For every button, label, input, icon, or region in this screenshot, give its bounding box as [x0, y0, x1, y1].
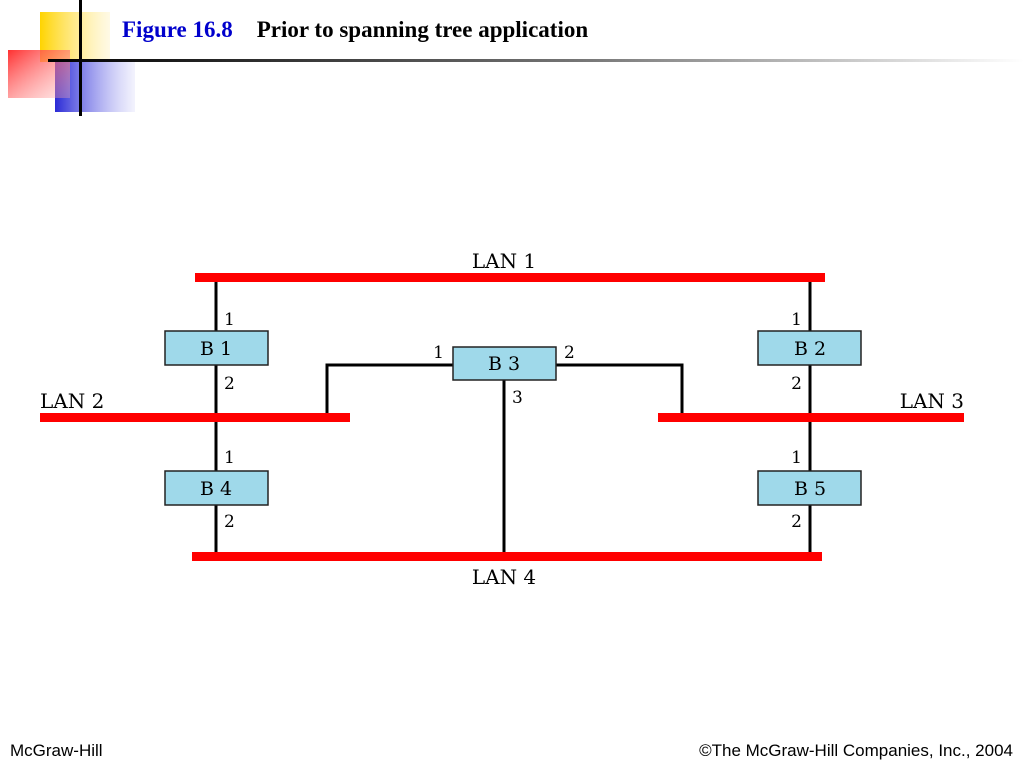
- bridge-b3-port3: 3: [512, 388, 523, 408]
- lan3-label: LAN 3: [900, 389, 964, 413]
- bridge-b4-port2: 2: [224, 512, 235, 532]
- bridge-b2: B 2 1 2: [757, 310, 862, 394]
- bridge-b3-port2: 2: [564, 343, 575, 363]
- deco-red-square: [8, 50, 70, 98]
- bridge-b3-box: [452, 346, 557, 381]
- bridge-b1-port1: 1: [224, 310, 235, 330]
- lan-segments: [40, 273, 964, 561]
- figure-number: Figure 16.8: [122, 17, 233, 42]
- bridge-b1: B 1 1 2: [164, 310, 269, 394]
- lan4-label: LAN 4: [472, 565, 536, 589]
- bridge-b3-label: B 3: [488, 353, 520, 375]
- bridge-b5-port2: 2: [791, 512, 802, 532]
- bridge-b1-port2: 2: [224, 374, 235, 394]
- lan4-segment: [192, 552, 822, 561]
- bridge-b4: B 4 1 2: [164, 448, 269, 532]
- figure-caption: Prior to spanning tree application: [256, 17, 589, 42]
- bridge-b5-port1: 1: [791, 448, 802, 468]
- lan1-label: LAN 1: [472, 249, 536, 273]
- bridge-b5: B 5 1 2: [757, 448, 862, 532]
- lan3-segment: [658, 413, 964, 422]
- bridge-b5-label: B 5: [794, 478, 826, 500]
- bridge-b1-box: [164, 330, 269, 366]
- bridge-b4-label: B 4: [200, 478, 232, 500]
- wire-b3-port2-lan3: [556, 363, 684, 418]
- footer-copyright: ©The McGraw-Hill Companies, Inc., 2004: [699, 741, 1013, 760]
- bridge-b4-box: [164, 470, 269, 506]
- lan2-segment: [40, 413, 350, 422]
- lan2-label: LAN 2: [40, 389, 104, 413]
- bridge-b5-box: [757, 470, 862, 506]
- bridge-b4-port1: 1: [224, 448, 235, 468]
- bridge-b2-port1: 1: [791, 310, 802, 330]
- slide-title: Figure 16.8 Prior to spanning tree applic…: [122, 17, 588, 43]
- footer-publisher: McGraw-Hill: [10, 741, 103, 760]
- bridge-b2-box: [757, 330, 862, 366]
- wire-b3-port1-lan2: [325, 363, 453, 418]
- bridge-b3: B 3 1 2 3: [433, 343, 575, 408]
- bridge-b2-port2: 2: [791, 374, 802, 394]
- deco-vertical-line: [79, 0, 82, 116]
- lan1-segment: [195, 273, 825, 282]
- bridge-b1-label: B 1: [200, 338, 232, 360]
- bridge-b3-port1: 1: [433, 343, 444, 363]
- deco-horizontal-line: [48, 59, 1024, 62]
- bridge-b2-label: B 2: [794, 338, 826, 360]
